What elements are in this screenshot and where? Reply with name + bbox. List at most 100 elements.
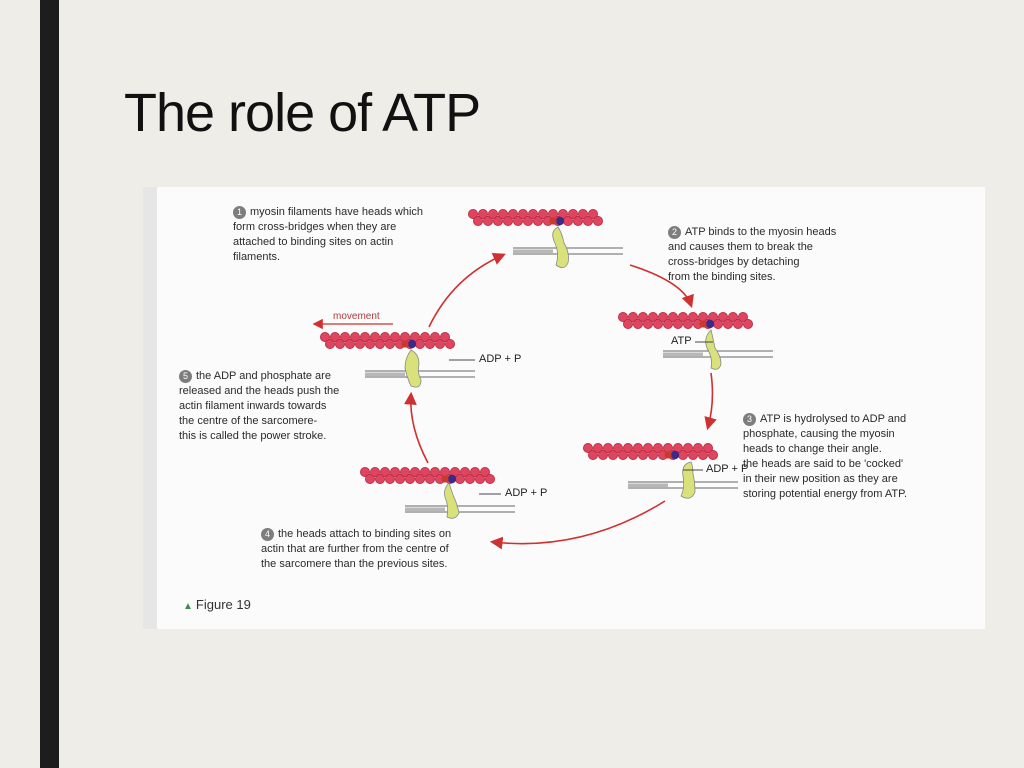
actin-bead xyxy=(577,208,588,219)
actin-bead xyxy=(424,338,435,349)
myosin-hatch xyxy=(365,372,405,376)
actin-bead xyxy=(698,449,709,460)
actin-bead xyxy=(379,466,390,477)
step-text-line: the heads are said to be 'cocked' xyxy=(743,458,904,470)
atp-label: ATP xyxy=(671,335,692,347)
actin-bead xyxy=(349,331,360,342)
actin-bead xyxy=(632,442,643,453)
step-text-line: the heads attach to binding sites on xyxy=(278,528,452,540)
adp-p-label-step5: ADP + P xyxy=(479,353,522,365)
step-text-line: the sarcomere than the previous sites. xyxy=(261,558,448,570)
step-number-badge: 5 xyxy=(179,370,192,383)
step-text-line: attached to binding sites on actin xyxy=(233,236,394,248)
actin-bead xyxy=(459,466,470,477)
actin-bead xyxy=(319,331,330,342)
actin-bead xyxy=(359,466,370,477)
actin-bead xyxy=(444,338,455,349)
actin-bead xyxy=(369,331,380,342)
binding-site-red xyxy=(699,320,707,328)
actin-bead xyxy=(567,208,578,219)
actin-bead xyxy=(414,473,425,484)
cycle-arrow xyxy=(629,264,694,309)
actin-bead xyxy=(384,473,395,484)
actin-bead xyxy=(607,449,618,460)
myosin-head xyxy=(444,482,460,519)
actin-bead xyxy=(329,331,340,342)
actin-bead xyxy=(733,318,744,329)
actin-bead xyxy=(658,312,669,323)
actin-bead xyxy=(652,318,663,329)
actin-bead xyxy=(592,215,603,226)
binding-site-red xyxy=(549,217,557,225)
actin-bead xyxy=(693,442,704,453)
actin-bead xyxy=(512,215,523,226)
actin-bead xyxy=(738,312,749,323)
step-text-line: phosphate, causing the myosin xyxy=(743,428,895,440)
actin-bead xyxy=(612,442,623,453)
actin-bead xyxy=(678,312,689,323)
actin-bead xyxy=(482,215,493,226)
step-number-badge: 1 xyxy=(233,206,246,219)
actin-bead xyxy=(364,338,375,349)
step-text-line: actin that are further from the centre o… xyxy=(261,543,449,555)
myosin-head xyxy=(552,226,569,268)
actin-bead xyxy=(668,312,679,323)
step-text-line: form cross-bridges when they are xyxy=(233,221,397,233)
actin-bead xyxy=(688,449,699,460)
binding-site xyxy=(407,339,417,349)
actin-bead xyxy=(602,442,613,453)
myosin-hatch xyxy=(663,352,703,356)
actin-bead xyxy=(597,449,608,460)
step-text-line: in their new position as they are xyxy=(743,473,898,485)
binding-site xyxy=(447,474,457,484)
step-text-line: heads to change their angle. xyxy=(743,443,882,455)
actin-bead xyxy=(743,318,754,329)
actin-bead xyxy=(384,338,395,349)
actin-bead xyxy=(632,318,643,329)
actin-bead xyxy=(587,208,598,219)
actin-bead xyxy=(617,312,628,323)
actin-bead xyxy=(683,318,694,329)
actin-bead xyxy=(409,466,420,477)
figure-caption-text: Figure 19 xyxy=(195,597,251,612)
actin-bead xyxy=(572,215,583,226)
actin-bead xyxy=(517,208,528,219)
actin-bead xyxy=(527,208,538,219)
step-text-line: ATP is hydrolysed to ADP and xyxy=(760,413,907,425)
myosin-hatch xyxy=(405,507,445,511)
actin-bead xyxy=(642,442,653,453)
actin-bead xyxy=(647,312,658,323)
actin-bead xyxy=(507,208,518,219)
actin-bead xyxy=(673,318,684,329)
actin-bead xyxy=(592,442,603,453)
actin-bead xyxy=(474,473,485,484)
actin-bead xyxy=(334,338,345,349)
actin-bead xyxy=(374,473,385,484)
actin-bead xyxy=(424,473,435,484)
actin-bead xyxy=(344,338,355,349)
scan-shadow xyxy=(143,187,157,629)
actin-bead xyxy=(479,466,490,477)
actin-bead xyxy=(477,208,488,219)
actin-bead xyxy=(419,466,430,477)
actin-bead xyxy=(663,318,674,329)
actin-bead xyxy=(617,449,628,460)
step-text-line: filaments. xyxy=(233,251,281,263)
slide-title: The role of ATP xyxy=(124,83,481,143)
actin-bead xyxy=(389,331,400,342)
step-text-line: storing potential energy from ATP. xyxy=(743,488,908,500)
triangle-marker-icon: ▲ xyxy=(183,601,193,612)
movement-label: movement xyxy=(333,311,380,322)
actin-bead xyxy=(497,208,508,219)
actin-bead xyxy=(728,312,739,323)
actin-bead xyxy=(723,318,734,329)
actin-bead xyxy=(492,215,503,226)
actin-bead xyxy=(522,215,533,226)
myosin-head xyxy=(705,329,722,370)
actin-bead xyxy=(484,473,495,484)
step-text-line: actin filament inwards towards xyxy=(179,400,327,412)
